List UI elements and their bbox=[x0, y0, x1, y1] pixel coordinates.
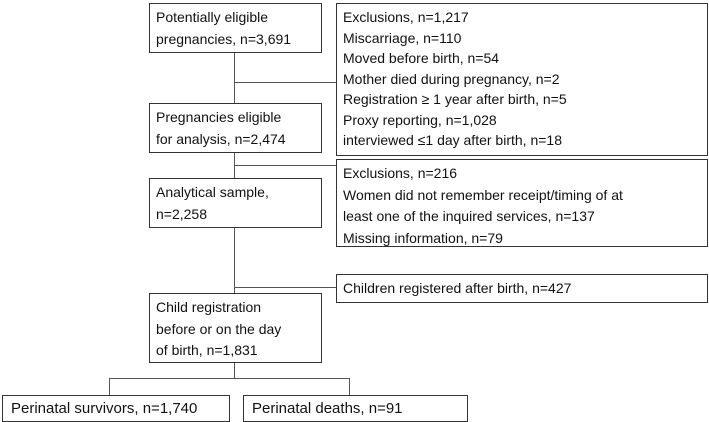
box-potentially-eligible: Potentially eligible pregnancies, n=3,69… bbox=[149, 3, 322, 53]
connector-trunk bbox=[234, 362, 236, 378]
box-text: interviewed ≤1 day after birth, n=18 bbox=[343, 132, 562, 148]
box-exclusions-2: Exclusions, n=216 Women did not remember… bbox=[336, 159, 708, 247]
box-text: n=2,258 bbox=[156, 205, 207, 222]
box-eligible-analysis: Pregnancies eligible for analysis, n=2,4… bbox=[149, 103, 322, 153]
box-registration-before: Child registration before or on the day … bbox=[149, 293, 322, 363]
box-text: before or on the day bbox=[156, 320, 282, 337]
box-analytical-sample: Analytical sample, n=2,258 bbox=[149, 178, 322, 228]
box-text: Exclusions, n=216 bbox=[343, 165, 458, 181]
box-text: Women did not remember receipt/timing of… bbox=[343, 186, 623, 203]
box-perinatal-deaths: Perinatal deaths, n=91 bbox=[243, 395, 468, 422]
box-text: pregnancies, n=3,691 bbox=[156, 30, 292, 47]
box-text: for analysis, n=2,474 bbox=[156, 130, 286, 147]
box-perinatal-survivors: Perinatal survivors, n=1,740 bbox=[2, 395, 230, 422]
box-text: Perinatal survivors, n=1,740 bbox=[11, 400, 198, 417]
box-text: Moved before birth, n=54 bbox=[343, 50, 500, 66]
connector-split bbox=[109, 378, 350, 380]
box-text: Analytical sample, bbox=[156, 184, 269, 200]
box-text: Potentially eligible bbox=[156, 9, 269, 25]
box-text: Child registration bbox=[156, 299, 262, 315]
connector-exclusions-2 bbox=[234, 165, 336, 167]
box-text: Mother died during pregnancy, n=2 bbox=[343, 70, 560, 87]
box-registered-after: Children registered after birth, n=427 bbox=[336, 274, 708, 303]
connector-survivors bbox=[109, 378, 111, 395]
box-text: least one of the inquired services, n=13… bbox=[343, 208, 595, 224]
connector-registered-after bbox=[234, 287, 336, 289]
box-exclusions-1: Exclusions, n=1,217 Miscarriage, n=110 M… bbox=[336, 3, 708, 156]
box-text: Registration ≥ 1 year after birth, n=5 bbox=[343, 91, 567, 107]
box-text: Proxy reporting, n=1,028 bbox=[343, 111, 497, 128]
connector-deaths bbox=[349, 378, 351, 395]
box-text: Miscarriage, n=110 bbox=[343, 29, 462, 46]
box-text: Missing information, n=79 bbox=[343, 229, 503, 246]
box-text: of birth, n=1,831 bbox=[156, 342, 258, 358]
connector-trunk bbox=[234, 227, 236, 293]
box-text: Pregnancies eligible bbox=[156, 109, 282, 125]
connector-exclusions-1 bbox=[234, 82, 336, 84]
box-text: Exclusions, n=1,217 bbox=[343, 9, 469, 25]
box-text: Children registered after birth, n=427 bbox=[343, 280, 572, 296]
box-text: Perinatal deaths, n=91 bbox=[252, 400, 403, 417]
